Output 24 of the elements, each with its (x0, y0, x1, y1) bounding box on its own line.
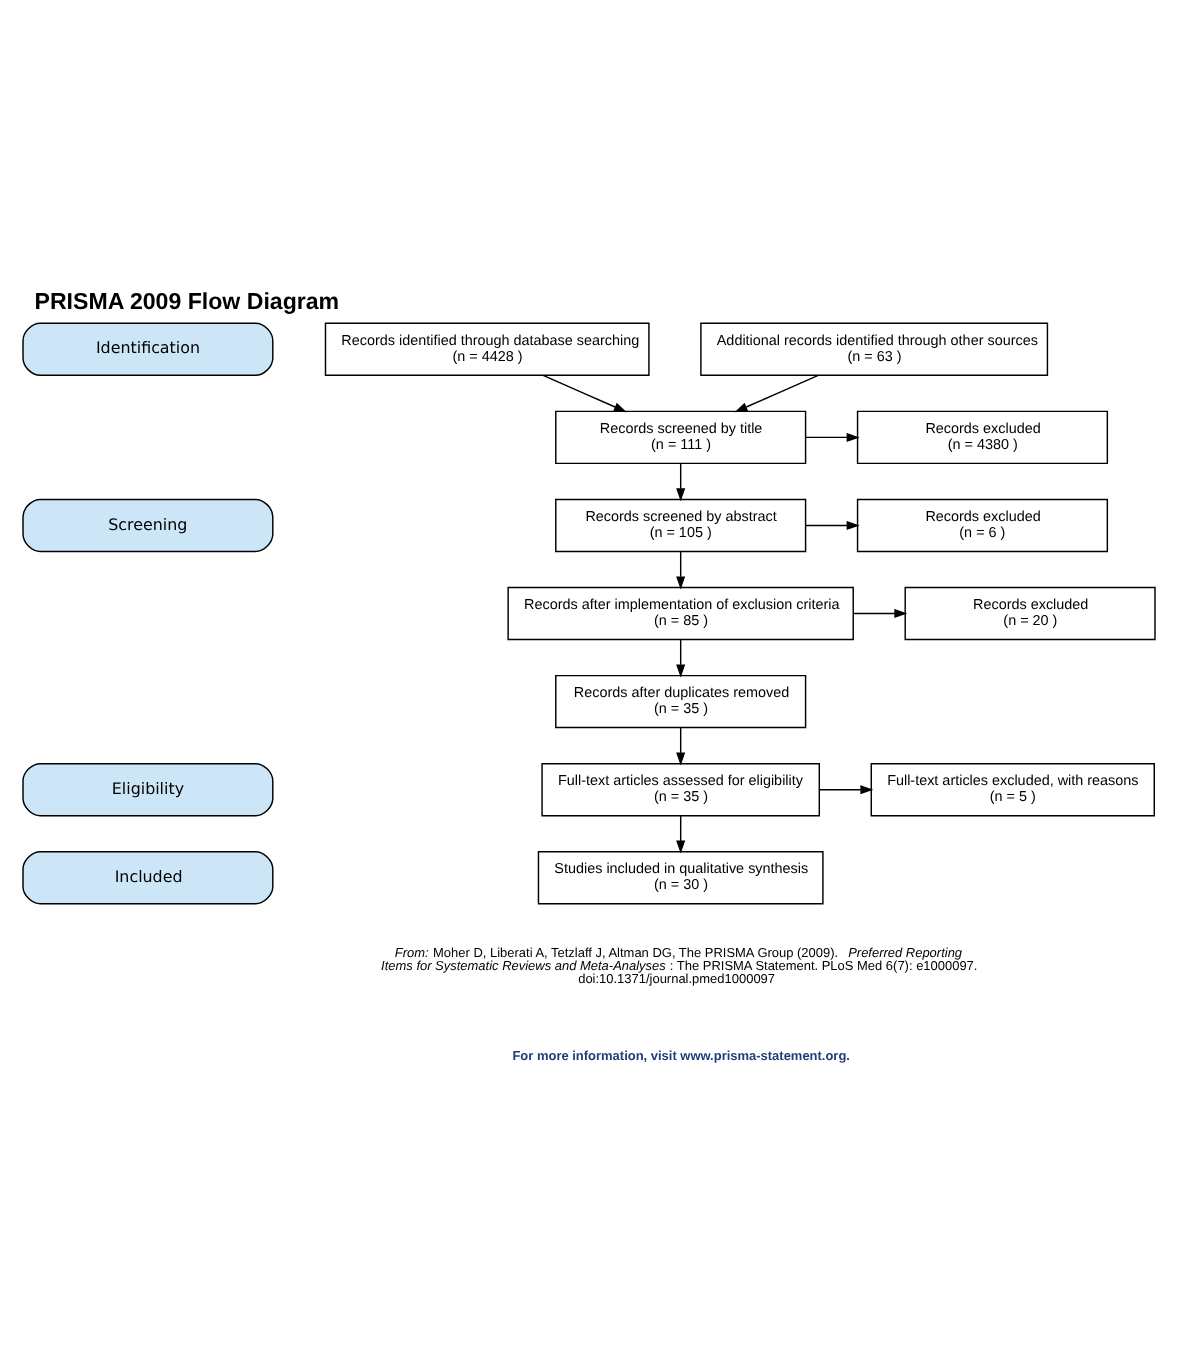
node-box: Studies included in qualitative synthesis (n = 30 ) (537, 850, 824, 904)
arrow (676, 637, 686, 677)
node-box: Records screened by title (n = 111 ) (555, 409, 807, 464)
arrow (818, 784, 874, 794)
arrow (804, 519, 860, 529)
arrow (676, 725, 686, 765)
node-box: Full-text articles assessed for eligibility (n = 35 ) (541, 761, 820, 816)
arrow (852, 607, 908, 618)
node-box: Records excluded (n = 6 ) (856, 497, 1109, 552)
arrow (676, 461, 686, 501)
node-box: Records after implementation of exclusion criteria (n = 85 ) (507, 585, 854, 640)
arrow (676, 549, 686, 589)
node-box: Records after duplicates removed (n = 35 ) (555, 673, 807, 728)
node-box: Records excluded (n = 4380 ) (856, 409, 1109, 464)
node-box: Records identified through database searching (n = 4428 ) (324, 321, 650, 375)
diagram-title: PRISMA 2009 Flow Diagram (34, 289, 340, 314)
arrow (804, 431, 860, 441)
node-box: Full-text articles excluded, with reasons (n = 5 ) (870, 761, 1155, 816)
arrow (676, 814, 686, 853)
arrow (542, 373, 627, 412)
node-box: Additional records identified through other sources (n = 63 ) (700, 321, 1049, 375)
node-box: Records screened by abstract (n = 105 ) (555, 497, 807, 552)
node-box: Records excluded (n = 20 ) (904, 585, 1156, 640)
arrow (734, 373, 819, 412)
